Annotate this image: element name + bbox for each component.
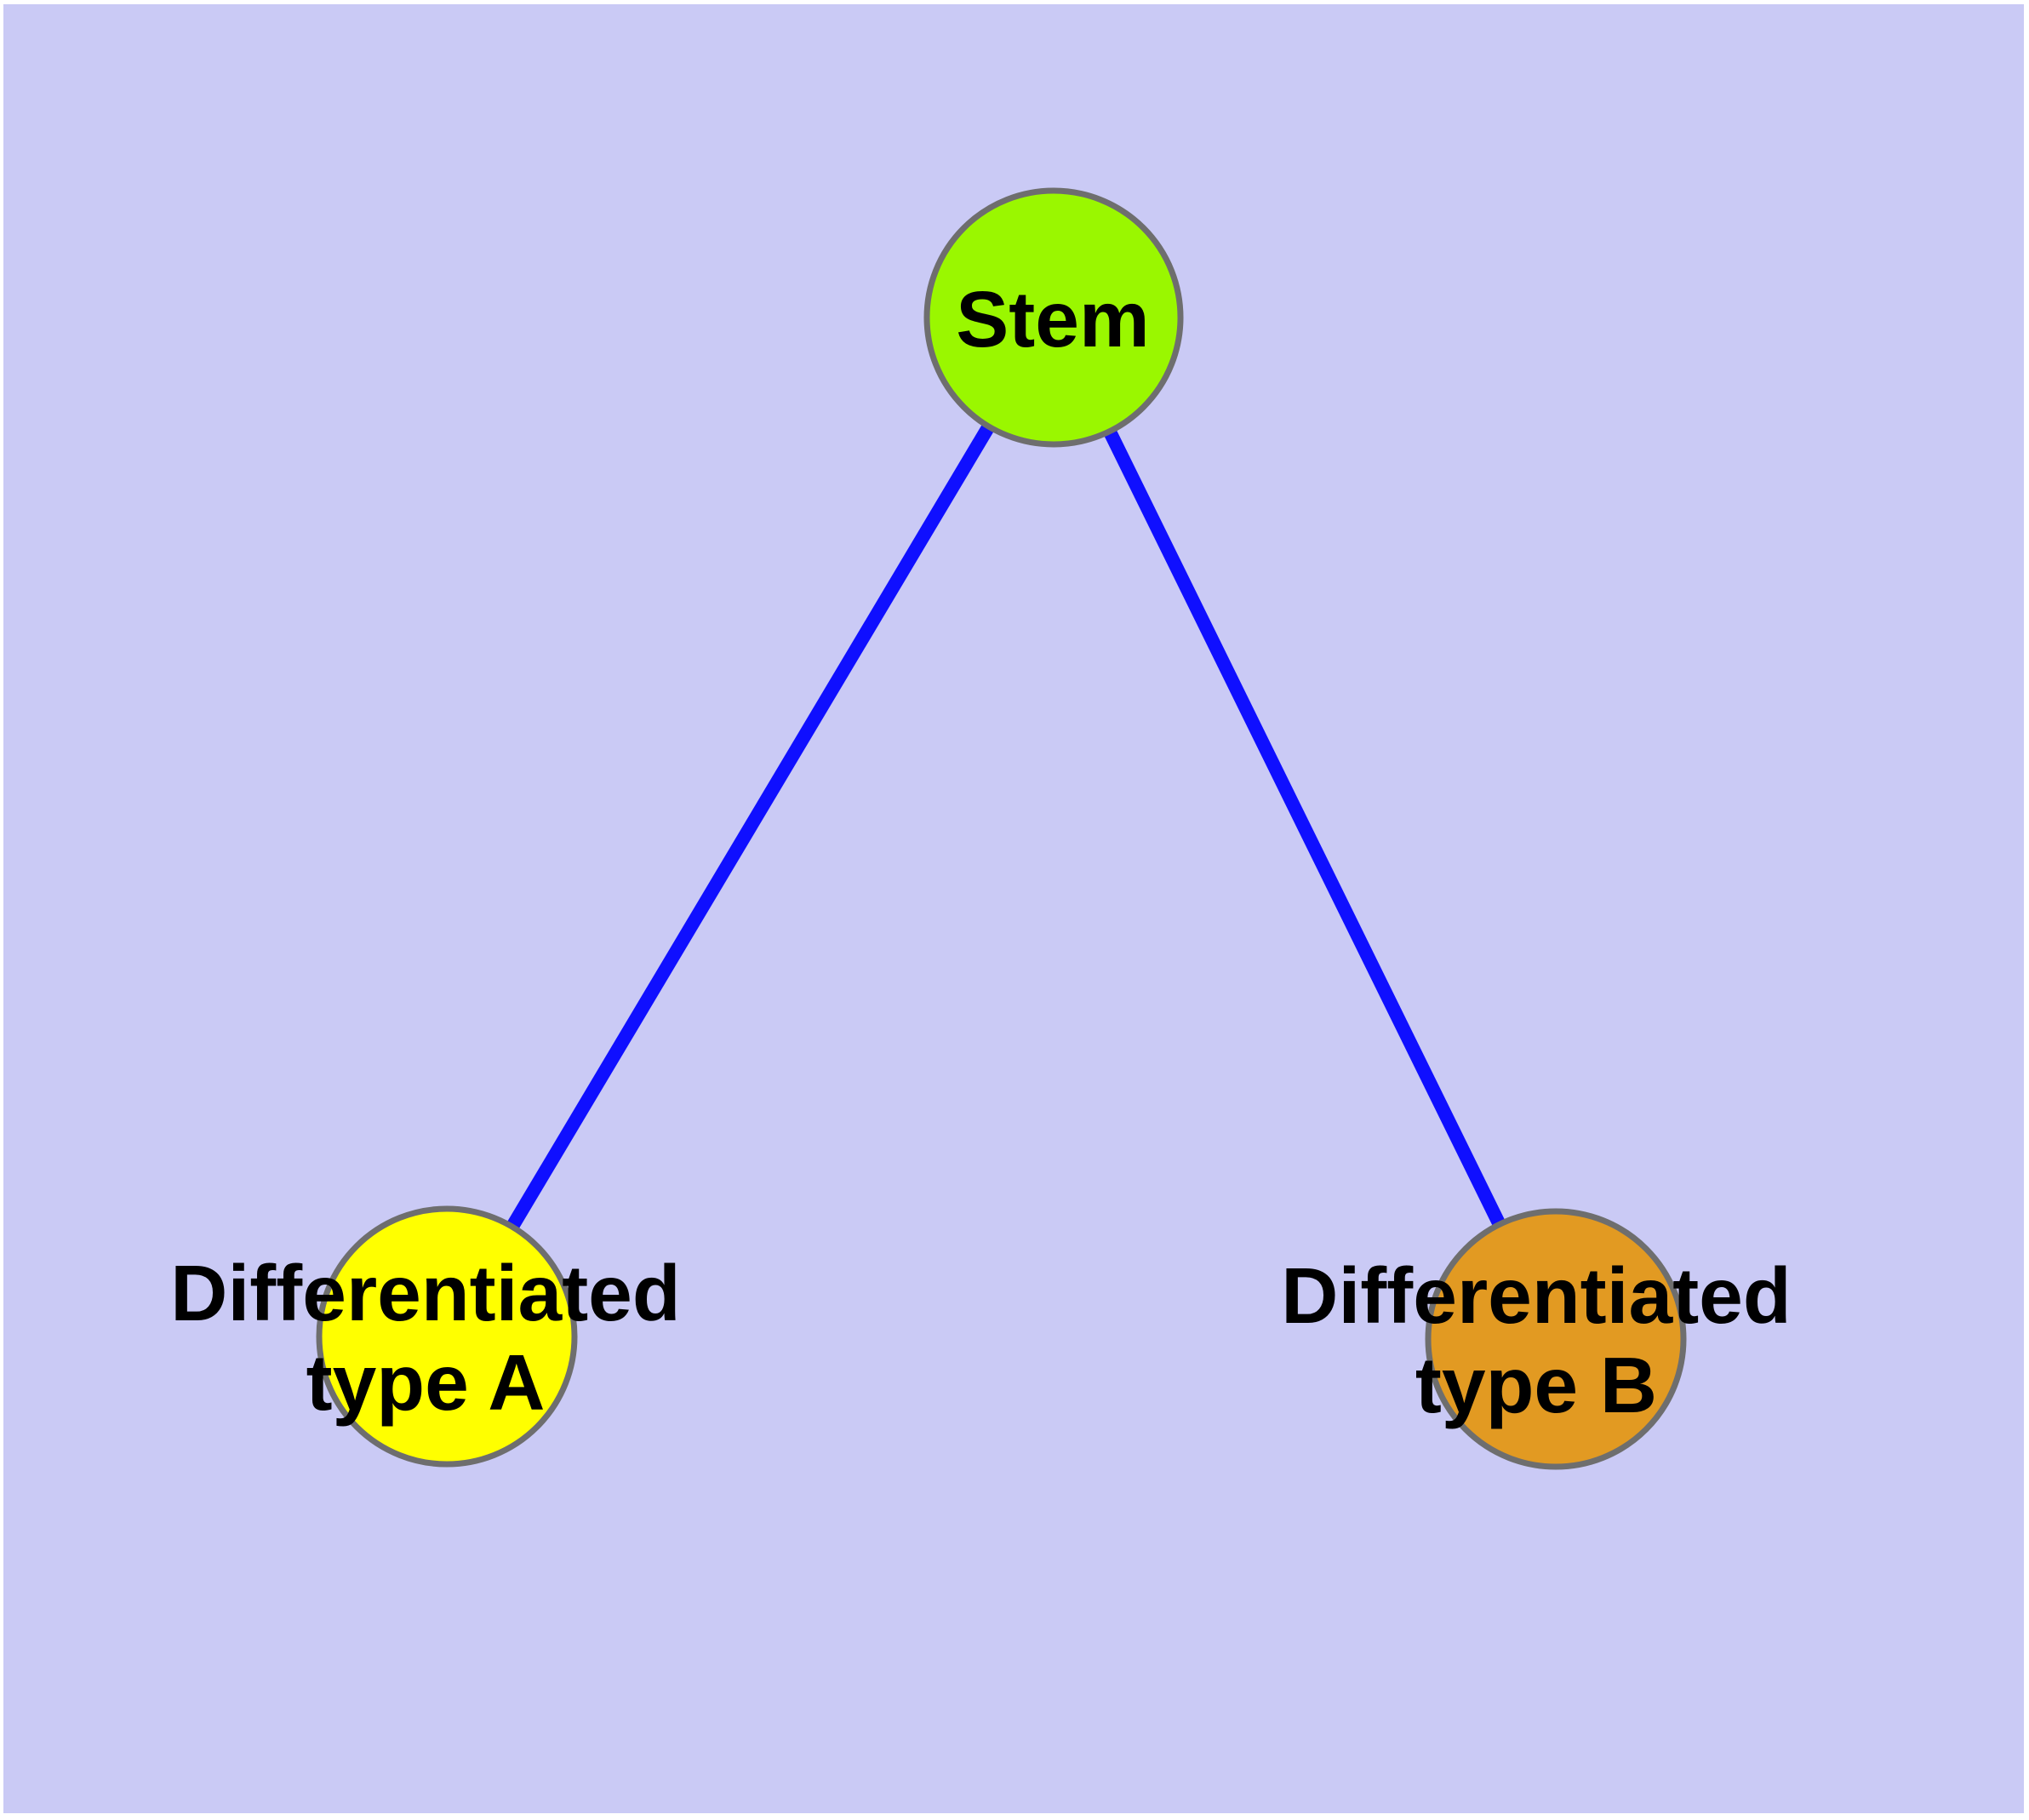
node-type-b-label-line1: Differentiated <box>1281 1251 1791 1340</box>
node-type-b-circle <box>1425 1208 1687 1470</box>
edge-stem-to-type-a <box>441 313 1060 1341</box>
edge-stem-to-type-b <box>1047 314 1563 1342</box>
node-type-b-label-line2: type B <box>1415 1341 1657 1429</box>
node-type-a-circle <box>316 1205 578 1468</box>
node-stem-label: Stem <box>956 275 1149 363</box>
node-type-a-label-line2: type A <box>306 1338 546 1427</box>
node-stem-circle <box>923 187 1184 448</box>
node-type-a-label-line1: Differentiated <box>170 1249 680 1337</box>
